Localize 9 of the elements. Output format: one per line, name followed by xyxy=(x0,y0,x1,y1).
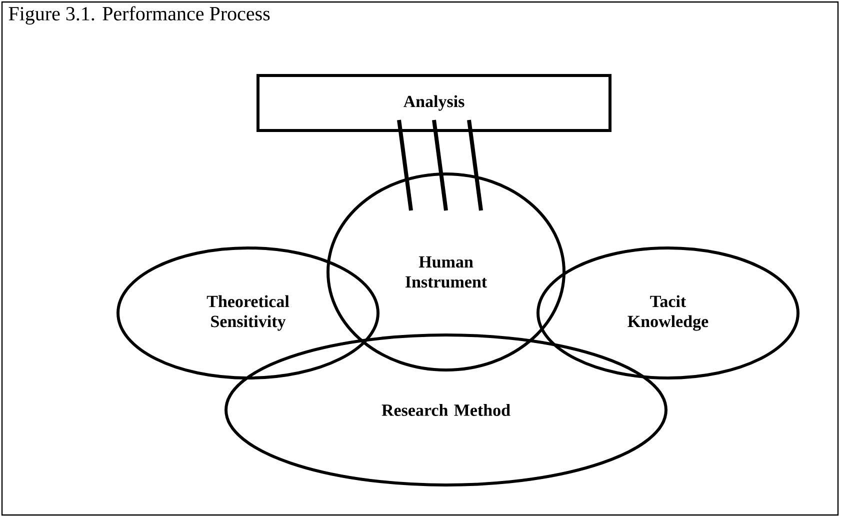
connector-line xyxy=(397,120,413,211)
connector-line xyxy=(467,120,483,211)
ellipse-node: Human Instrument xyxy=(326,172,566,372)
figure-title: Figure 3.1. Performance Process xyxy=(8,6,270,25)
connector-line xyxy=(432,120,448,211)
ellipse-node: Tacit Knowledge xyxy=(536,246,800,380)
ellipse-node: Research Method xyxy=(224,334,668,486)
process-box: Analysis xyxy=(256,74,612,132)
ellipse-node: Theoretical Sensitivity xyxy=(116,246,380,380)
